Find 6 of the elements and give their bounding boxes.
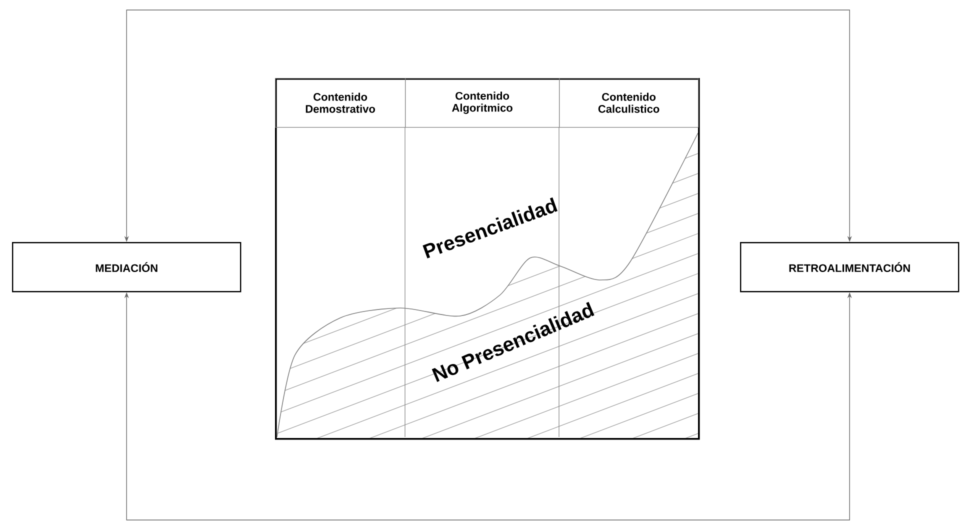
column-header: Contenido Demostrativo [275,78,406,128]
process-box: MEDIACIÓN [12,242,242,292]
process-box: RETROALIMENTACIÓN [740,242,960,292]
column-header: Contenido Calculistico [559,78,699,128]
chart-frame [275,78,700,440]
column-header: Contenido Algoritmico [405,78,560,128]
